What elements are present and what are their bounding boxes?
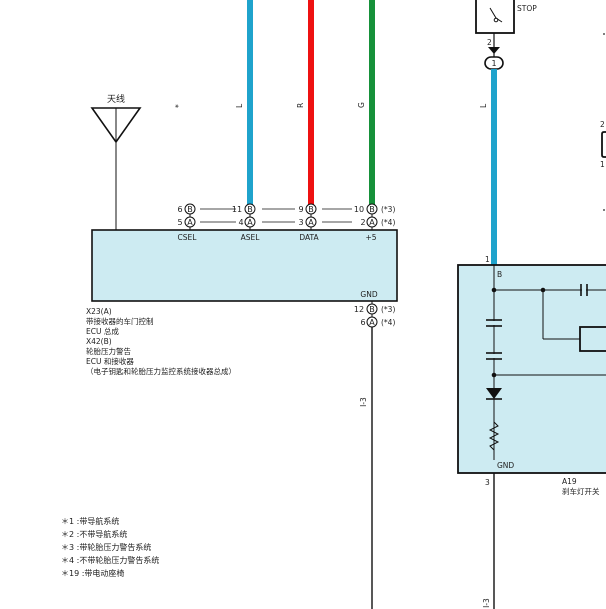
pin-letter: B <box>247 205 253 214</box>
resistor <box>488 421 500 451</box>
caption-line: 轮胎压力警告 <box>86 346 131 356</box>
pin-number: 6 <box>360 318 365 327</box>
wire-code-5: L <box>479 103 488 108</box>
internal-module <box>579 326 606 352</box>
pin-label-plus5: +5 <box>365 233 376 242</box>
ecu-caption: X23(A) 带接收器的车门控制 ECU 总成 X42(B) 轮胎压力警告 EC… <box>86 307 236 376</box>
pin-number: 9 <box>298 205 303 214</box>
edge-label-1: 2 <box>600 120 605 129</box>
wire-code-1: * <box>174 104 183 108</box>
connector-arrow <box>488 47 500 54</box>
caption-line: X42(B) <box>86 337 112 346</box>
pin-letter: A <box>369 318 375 327</box>
edge-connector <box>601 131 606 158</box>
note-line: ＊3 :带轮胎压力警告系统 <box>61 542 151 552</box>
pin-number: 12 <box>354 305 364 314</box>
diode <box>486 388 502 399</box>
note-line: ＊19 :带电动座椅 <box>61 568 124 578</box>
ground-ref-2: I-3 <box>482 598 491 608</box>
switch-caption-name: 刹车灯开关 <box>562 486 600 496</box>
switch-pin-b: 1 <box>485 255 490 264</box>
notes: ＊1 :带导航系统 ＊2 :不带导航系统 ＊3 :带轮胎压力警告系统 ＊4 :不… <box>61 516 159 578</box>
pin-label-data: DATA <box>299 233 319 242</box>
stop-label: STOP <box>517 4 537 13</box>
ground-ref-1: I-3 <box>359 397 368 407</box>
caption-line: ECU 总成 <box>86 326 119 336</box>
pin-label-asel: ASEL <box>241 233 261 242</box>
switch-gnd-label: GND <box>497 461 514 470</box>
wire-code-2: L <box>235 103 244 108</box>
pin-number: 5 <box>177 218 182 227</box>
stop-switch-box-main: B GND <box>457 264 606 474</box>
pin-number: 10 <box>354 205 364 214</box>
variant-tag: (*4) <box>381 218 395 227</box>
pin-letter: A <box>369 218 375 227</box>
switch-internal-box <box>457 264 606 474</box>
pin-label-gnd: GND <box>360 290 377 299</box>
wire-code-3: R <box>296 103 305 108</box>
caption-line: 带接收器的车门控制 <box>86 316 154 326</box>
switch-caption-code: A19 <box>562 477 577 486</box>
pin-letter: B <box>369 305 375 314</box>
antenna-label: 天线 <box>107 93 125 105</box>
note-line: ＊4 :不带轮胎压力警告系统 <box>61 555 159 565</box>
connector-number: 1 <box>491 59 496 68</box>
caption-line: （电子钥匙和轮胎压力监控系统接收器总成） <box>86 366 236 376</box>
variant-tag: (*3) <box>381 205 395 214</box>
pin-number: 3 <box>298 218 303 227</box>
stop-switch-top: STOP 2 1 <box>475 0 537 70</box>
variant-tag: (*3) <box>381 305 395 314</box>
pin-letter: A <box>187 218 193 227</box>
note-line: ＊1 :带导航系统 <box>61 516 119 526</box>
ecu-gnd-pins: 12 B 6 A (*3) (*4) <box>354 301 395 328</box>
edge-label-2: 1 <box>600 160 605 169</box>
pin-label-csel: CSEL <box>178 233 198 242</box>
pin-letter: A <box>308 218 314 227</box>
switch-b-label: B <box>497 270 502 279</box>
note-line: ＊2 :不带导航系统 <box>61 529 127 539</box>
wire-code-4: G <box>357 102 366 108</box>
pin-letter: A <box>247 218 253 227</box>
pin-number: 6 <box>177 205 182 214</box>
pin-number: 11 <box>232 205 242 214</box>
pin-number: 2 <box>360 218 365 227</box>
switch-pin-top: 2 <box>487 38 492 47</box>
ecu-box <box>91 229 398 302</box>
antenna: 天线 <box>90 93 142 230</box>
ecu-connector-pins: 6 B 5 A 11 B 4 A 9 B 3 A 10 B <box>177 203 395 230</box>
pin-letter: B <box>187 205 193 214</box>
pin-number: 4 <box>238 218 243 227</box>
pin-letter: B <box>308 205 314 214</box>
caption-line: X23(A) <box>86 307 112 316</box>
pin-letter: B <box>369 205 375 214</box>
switch-pin-bottom: 3 <box>485 478 490 487</box>
stop-switch-box <box>475 0 515 34</box>
variant-tag: (*4) <box>381 318 395 327</box>
caption-line: ECU 和接收器 <box>86 356 134 366</box>
